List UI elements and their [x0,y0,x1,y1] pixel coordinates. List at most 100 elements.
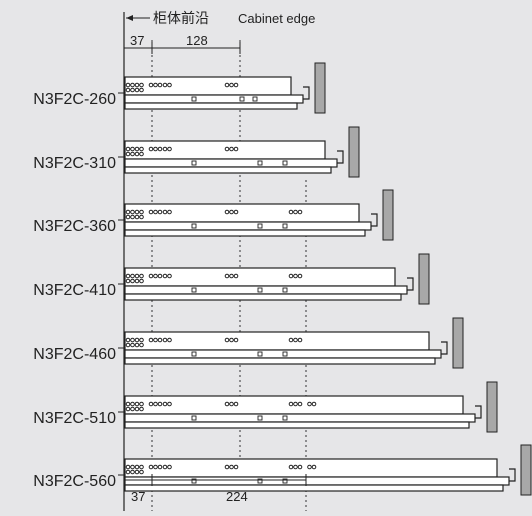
slot [191,351,197,357]
mounting-hole [125,214,131,220]
mounting-hole [167,146,172,152]
mounting-hole [307,464,312,470]
mounting-hole [229,82,234,88]
mounting-hole [130,342,135,348]
middle-rail [124,285,408,295]
cabinet-edge-en: Cabinet edge [238,11,315,26]
mounting-hole [297,209,303,215]
mounting-hole [125,146,131,152]
mounting-hole [157,209,163,215]
mounting-hole [162,273,168,279]
mounting-hole [157,82,163,88]
slot [257,160,263,166]
mounting-hole [125,337,131,343]
mounting-hole [297,401,303,407]
middle-rail [124,94,304,104]
mounting-hole [130,273,135,279]
top-spacing-label: 128 [186,33,208,48]
mounting-hole [130,151,135,157]
mounting-hole [134,209,140,215]
mounting-hole [139,87,144,93]
runner-row: N3F2C-510 [33,381,498,433]
mounting-hole [130,87,135,93]
mounting-hole [167,401,172,407]
mounting-hole [125,469,131,475]
mounting-hole [139,342,144,348]
mounting-hole [167,82,172,88]
mounting-hole [167,209,172,215]
mounting-hole [125,278,131,284]
slot [191,415,197,421]
mounting-hole [139,401,144,407]
mounting-hole [125,342,131,348]
mounting-hole [148,82,154,88]
mounting-hole [130,82,135,88]
mounting-hole [148,209,154,215]
slot [191,160,197,166]
mounting-hole [162,337,168,343]
mounting-hole [153,337,158,343]
mounting-hole [162,82,168,88]
mounting-hole [157,464,163,470]
mounting-hole [134,342,140,348]
mounting-hole [224,82,230,88]
mounting-hole [224,146,230,152]
cabinet-panel [452,317,464,369]
mounting-hole [134,469,140,475]
mounting-hole [153,82,158,88]
runner-label: N3F2C-510 [33,410,116,427]
top-offset-label: 37 [130,33,144,48]
cabinet-panel [314,62,326,114]
lower-rail [124,421,470,429]
mounting-hole [233,273,239,279]
mounting-hole [288,464,294,470]
mounting-hole [297,337,303,343]
mounting-hole [134,273,140,279]
mounting-hole [130,209,135,215]
mounting-hole [134,146,140,152]
slot [257,351,263,357]
mounting-hole [288,337,294,343]
mounting-hole [162,209,168,215]
mounting-hole [139,82,144,88]
rear-bracket [303,86,310,100]
mounting-hole [233,337,239,343]
mounting-hole [229,273,234,279]
slot [282,160,288,166]
mounting-hole [139,273,144,279]
runner-row: N3F2C-560 [33,444,532,496]
mounting-hole [229,209,234,215]
slot [257,415,263,421]
mounting-hole [157,273,163,279]
mounting-hole [148,464,154,470]
runner-label: N3F2C-260 [33,91,116,108]
mounting-hole [233,146,239,152]
rear-bracket [475,405,482,419]
mounting-hole [139,464,144,470]
upper-rail [124,267,396,287]
mounting-hole [162,401,168,407]
mounting-hole [139,406,144,412]
mounting-hole [153,464,158,470]
mounting-hole [293,273,298,279]
mounting-hole [153,146,158,152]
rear-bracket [337,150,344,164]
cabinet-panel [348,126,360,178]
lower-rail [124,229,366,237]
slot [191,96,197,102]
rear-bracket [407,277,414,291]
cabinet-panel [418,253,430,305]
mounting-hole [153,401,158,407]
mounting-hole [134,87,140,93]
mounting-hole [153,273,158,279]
lower-rail [124,102,298,110]
mounting-hole [139,151,144,157]
mounting-hole [139,214,144,220]
mounting-hole [233,464,239,470]
mounting-hole [134,214,140,220]
mounting-hole [293,209,298,215]
mounting-hole [139,469,144,475]
lower-rail [124,293,402,301]
